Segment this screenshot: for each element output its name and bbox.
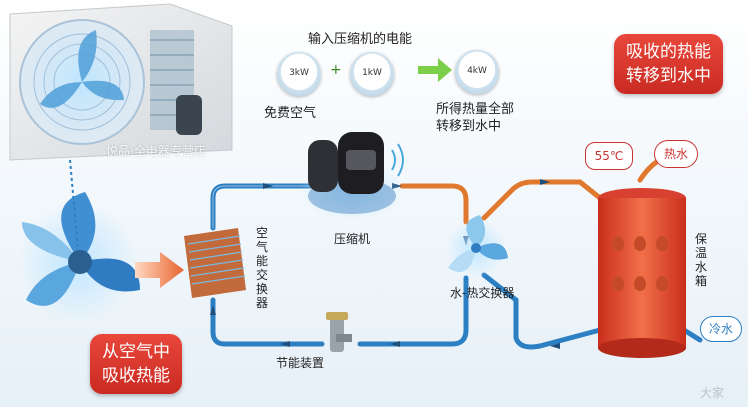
gauge-free-value: 3kW xyxy=(289,68,309,78)
gauge-free-air: 3kW xyxy=(277,52,321,96)
water-drop-icon xyxy=(634,276,646,291)
formula-arrow xyxy=(418,58,452,82)
tank-label: 保温水箱 xyxy=(694,232,707,288)
fan-icon xyxy=(18,159,140,322)
water-tank xyxy=(598,188,686,358)
water-exchanger-label: 水-热交换器 xyxy=(450,286,515,300)
free-air-label: 免费空气 xyxy=(264,106,317,121)
callout-absorb-heat-line1: 从空气中 xyxy=(102,342,170,362)
water-drop-icon xyxy=(656,276,668,291)
water-drop-icon xyxy=(656,236,668,251)
callout-heat-to-water: 吸收的热能 转移到水中 xyxy=(614,34,723,94)
water-loop xyxy=(481,157,703,350)
gauge-input-power: 1kW xyxy=(350,52,394,96)
plus-sign: + xyxy=(330,62,342,78)
compressor-icon xyxy=(300,132,404,220)
callout-heat-to-water-line1: 吸收的热能 xyxy=(626,42,711,62)
water-drop-icon xyxy=(612,276,624,291)
temperature-bubble: 55℃ xyxy=(585,142,633,170)
throttle-valve-icon xyxy=(326,312,352,352)
gauge-output-heat: 4kW xyxy=(455,50,499,94)
callout-absorb-heat-line2: 吸收热能 xyxy=(102,366,170,386)
output-label-line1: 所得热量全部 xyxy=(436,102,515,117)
outdoor-unit xyxy=(9,3,233,161)
hot-water-bubble: 热水 xyxy=(654,140,698,168)
air-exchanger-label: 空气能交换器 xyxy=(255,226,268,310)
watermark: 悦品·全电器专营店 xyxy=(106,144,206,158)
air-exchanger-coil xyxy=(184,228,246,298)
heat-flow-arrow xyxy=(135,252,184,288)
gauge-output-value: 4kW xyxy=(467,66,487,76)
compressor-label: 压缩机 xyxy=(334,232,371,246)
gauge-input-value: 1kW xyxy=(362,68,382,78)
water-exchanger-icon xyxy=(446,215,508,278)
corner-mark: 大家 xyxy=(700,386,725,400)
water-drop-icon xyxy=(612,236,624,251)
callout-heat-to-water-line2: 转移到水中 xyxy=(626,66,711,86)
cold-water-bubble: 冷水 xyxy=(700,316,742,342)
callout-absorb-heat: 从空气中 吸收热能 xyxy=(90,334,182,394)
input-power-title: 输入压缩机的电能 xyxy=(308,32,413,47)
output-label-line2: 转移到水中 xyxy=(436,119,502,134)
throttle-label: 节能装置 xyxy=(276,356,325,370)
water-drop-icon xyxy=(634,236,646,251)
refrigerant-loop xyxy=(210,183,469,347)
